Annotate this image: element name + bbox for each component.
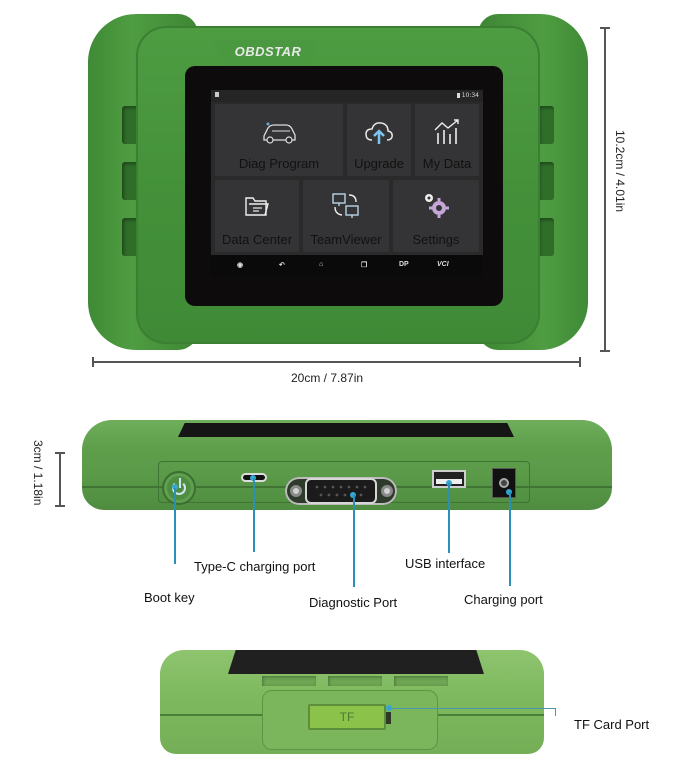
side-screen-edge xyxy=(178,423,514,437)
height-dimension-label: 10.2cm / 4.01in xyxy=(613,130,627,213)
callout-line xyxy=(509,492,511,586)
tf-card-slot[interactable]: TF xyxy=(308,704,386,730)
gears-icon xyxy=(425,194,449,218)
bumper-slot xyxy=(122,218,138,256)
tile-diag-program[interactable]: Diag Program xyxy=(215,104,343,176)
status-time: 10:34 xyxy=(456,92,479,99)
bumper-slot xyxy=(538,106,554,144)
device-screen: 10:34 Diag Program Upgrade xyxy=(211,90,483,277)
boot-key[interactable] xyxy=(162,471,196,505)
tile-label: Data Center xyxy=(221,232,293,247)
bottom-vent xyxy=(394,676,448,686)
label-type-c-charging-port: Type-C charging port xyxy=(194,559,316,574)
label-diagnostic-port: Diagnostic Port xyxy=(309,595,398,610)
dc-charging-port xyxy=(492,468,516,498)
tile-label: TeamViewer xyxy=(310,232,382,247)
bottom-vent xyxy=(262,676,316,686)
bottom-screen-edge xyxy=(228,650,484,674)
label-tf-card-port: TF Card Port xyxy=(574,717,650,732)
bumper-slot xyxy=(538,218,554,256)
tile-label: Upgrade xyxy=(354,156,404,171)
home-icon[interactable]: ⌂ xyxy=(319,261,324,268)
label-usb-interface: USB interface xyxy=(405,556,486,571)
bumper-slot xyxy=(122,162,138,200)
height-dimension-line xyxy=(604,27,606,351)
tf-card-tab xyxy=(386,712,391,724)
width-dimension-line xyxy=(92,361,580,363)
back-icon[interactable]: ↶ xyxy=(279,262,285,269)
cloud-upload-icon xyxy=(365,122,393,144)
width-dimension-label: 20cm / 7.87in xyxy=(291,371,364,385)
tile-my-data[interactable]: My Data xyxy=(415,104,479,176)
nav-vci[interactable]: VCI xyxy=(437,261,449,268)
bar-chart-trend-icon xyxy=(434,119,459,144)
tile-label: Diag Program xyxy=(238,156,320,171)
logo-tab xyxy=(213,40,319,68)
bumper-slot xyxy=(538,162,554,200)
tile-label: My Data xyxy=(422,156,472,171)
status-bar: 10:34 xyxy=(211,90,483,102)
dimension-tick xyxy=(600,350,610,352)
notification-icon xyxy=(215,92,219,97)
dimension-tick xyxy=(55,505,65,507)
callout-line xyxy=(555,708,557,716)
dimension-tick xyxy=(579,357,581,367)
label-charging-port: Charging port xyxy=(464,592,543,607)
tile-teamviewer[interactable]: TeamViewer xyxy=(303,180,389,252)
tile-upgrade[interactable]: Upgrade xyxy=(347,104,411,176)
car-icon xyxy=(263,122,296,144)
callout-line xyxy=(388,708,556,710)
label-boot-key: Boot key xyxy=(144,590,195,605)
diagnostic-port xyxy=(305,478,377,504)
recent-apps-icon[interactable]: ❐ xyxy=(361,262,368,269)
tile-label: Settings xyxy=(412,232,460,247)
remote-monitors-icon xyxy=(332,193,359,218)
bumper-slot xyxy=(122,106,138,144)
callout-line xyxy=(174,488,176,564)
screw xyxy=(381,485,393,497)
tile-settings[interactable]: Settings xyxy=(393,180,479,252)
callout-line xyxy=(353,495,355,587)
bottom-pod xyxy=(262,690,438,750)
battery-icon xyxy=(456,93,460,98)
bottom-vent xyxy=(328,676,382,686)
callout-line xyxy=(448,483,450,553)
db15-pins-icon xyxy=(315,485,367,497)
nav-dp[interactable]: DP xyxy=(399,261,409,268)
tile-data-center[interactable]: Data Center xyxy=(215,180,299,252)
thickness-dimension-label: 3cm / 1.18in xyxy=(31,440,45,506)
screw xyxy=(290,485,302,497)
brand-logo: OBDSTAR xyxy=(234,44,302,59)
car-diagnosis-icon[interactable]: ◉ xyxy=(237,262,244,269)
thickness-dimension-line xyxy=(59,452,61,506)
folder-icon xyxy=(245,197,269,216)
navigation-bar: ◉ ↶ ⌂ ❐ DP VCI xyxy=(211,255,483,277)
callout-line xyxy=(253,478,255,552)
